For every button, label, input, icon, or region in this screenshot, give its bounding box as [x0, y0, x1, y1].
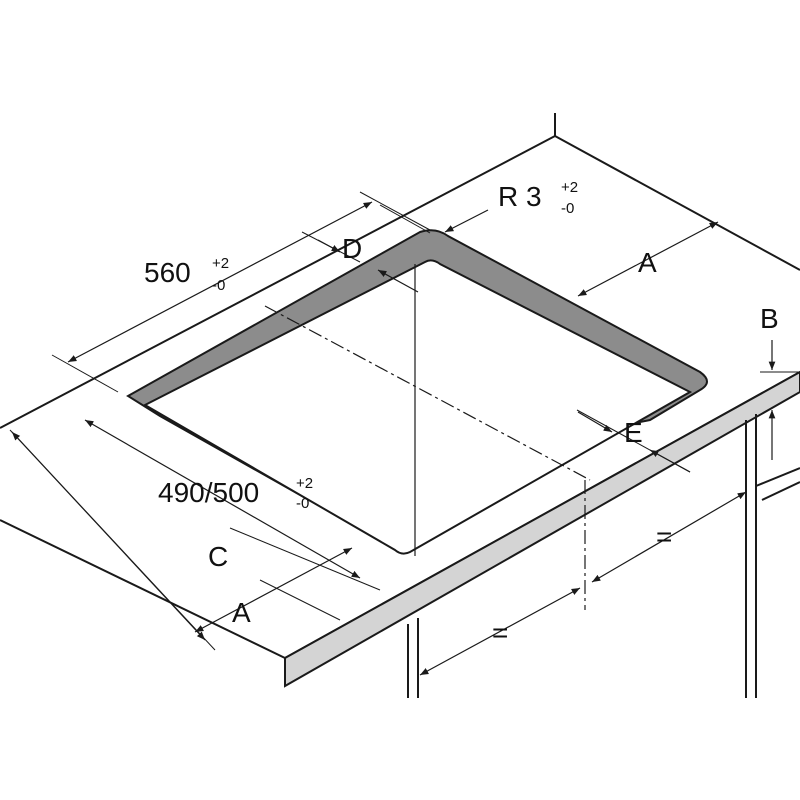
- dim-560: [67, 201, 373, 363]
- label-c: C: [208, 541, 228, 572]
- dim-equal-left: [419, 587, 581, 676]
- label-equal-right: =: [656, 521, 672, 552]
- ext-r-left: [379, 204, 431, 234]
- label-depth-tol-lower: -0: [212, 277, 225, 294]
- dim-e-arrow1: [577, 411, 613, 433]
- label-radius-tol-upper: +2: [561, 179, 578, 196]
- label-a-back: A: [638, 247, 657, 278]
- cutout-opening: [142, 259, 693, 555]
- worktop-front-edge: [284, 370, 800, 688]
- label-depth: 560: [144, 257, 191, 288]
- cabinet-shelf-line-lower: [761, 481, 800, 501]
- label-a-front: A: [232, 597, 251, 628]
- label-radius: R 3: [498, 181, 542, 212]
- ext-490-front: [229, 527, 381, 591]
- label-radius-tol-lower: -0: [561, 200, 574, 217]
- label-width-tol-upper: +2: [296, 475, 313, 492]
- dim-c: [11, 431, 206, 641]
- dimension-lines: [11, 201, 776, 676]
- dim-equal-right: [591, 491, 747, 583]
- label-e: E: [624, 417, 643, 448]
- ext-a-front: [259, 579, 341, 621]
- label-width-tol-lower: -0: [296, 495, 309, 512]
- label-d: D: [342, 233, 362, 264]
- labels: R 3 +2 -0 D 560 +2 -0 A B E 490/500 +2 -…: [144, 179, 779, 648]
- dim-r: [444, 209, 489, 233]
- label-b: B: [760, 303, 779, 334]
- dim-a-back: [577, 221, 719, 297]
- ext-560-left: [51, 354, 119, 393]
- dim-d-arrow2: [377, 269, 419, 293]
- label-depth-tol-upper: +2: [212, 255, 229, 272]
- dim-e-arrow2: [649, 449, 691, 473]
- cabinet: [407, 414, 800, 698]
- dim-d-arrow: [317, 239, 341, 253]
- cabinet-shelf-line: [755, 467, 800, 487]
- label-equal-left: =: [492, 617, 508, 648]
- ext-560-right: [359, 191, 431, 231]
- dim-a-front: [194, 547, 353, 633]
- label-width: 490/500: [158, 477, 259, 508]
